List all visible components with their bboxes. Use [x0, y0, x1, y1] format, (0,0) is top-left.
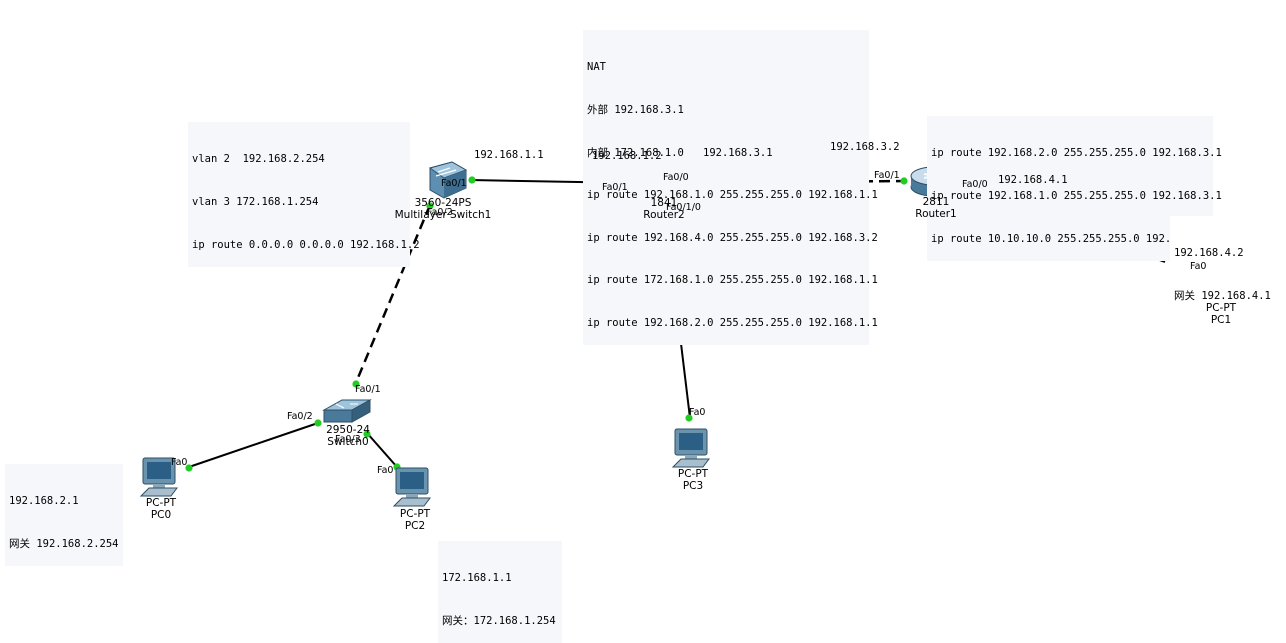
ip-label: 192.168.1.2	[592, 150, 662, 162]
device-name: Router2	[643, 209, 685, 221]
port-label: Fa0	[689, 407, 706, 418]
device-name: Switch0	[327, 436, 369, 448]
ip-label: 192.168.4.1	[998, 174, 1068, 186]
port-label: Fa0/1	[355, 384, 381, 395]
pc0-config-note[interactable]: 192.168.2.1 网关 192.168.2.254	[5, 464, 123, 567]
note-line: 192.168.4.2	[1174, 247, 1244, 260]
pc2-config-note[interactable]: 172.168.1.1 网关：172.168.1.254	[438, 541, 562, 643]
port-up-indicator	[900, 177, 908, 185]
note-line: ip route 172.168.1.0 255.255.255.0 192.1…	[587, 274, 878, 287]
device-name: Router1	[915, 208, 957, 220]
port-up-indicator	[185, 464, 193, 472]
device-label-pc2[interactable]: PC-PT PC2	[385, 508, 445, 532]
ip-label: 192.168.3.1	[703, 147, 773, 159]
port-up-indicator	[314, 419, 322, 427]
pc-icon[interactable]	[392, 467, 431, 507]
device-model: PC-PT	[399, 508, 431, 520]
port-label: Fa0/0	[962, 179, 988, 190]
ip-label: 192.168.1.1	[474, 149, 544, 161]
port-label: Fa0/1/0	[666, 202, 701, 213]
pc-icon[interactable]	[671, 428, 710, 468]
port-label: Fa0	[1190, 261, 1207, 272]
note-line: 内部 172.168.1.0	[587, 146, 684, 159]
multilayer-switch-icon[interactable]	[428, 161, 468, 199]
device-model: PC-PT	[677, 468, 709, 480]
port-label: Fa0/1	[874, 170, 900, 181]
note-line: ip route 0.0.0.0 0.0.0.0 192.168.1.2	[192, 238, 420, 251]
port-label: Fa0/1	[602, 182, 628, 193]
device-model: 2811	[922, 196, 950, 208]
device-label-pc0[interactable]: PC-PT PC0	[131, 497, 191, 521]
note-line: NAT	[587, 61, 606, 74]
note-line: vlan 3 172.168.1.254	[192, 196, 319, 209]
port-label: Fa0/1	[441, 178, 467, 189]
multilayer-switch-config-note[interactable]: vlan 2 192.168.2.254 vlan 3 172.168.1.25…	[188, 122, 420, 268]
device-name: PC2	[404, 520, 426, 532]
link-sw-pc0[interactable]	[188, 422, 319, 468]
device-label-switch0[interactable]: 2950-24 Switch0	[318, 424, 378, 448]
note-line: 网关 192.168.4.1	[1174, 290, 1271, 303]
note-line: 192.168.2.1	[9, 495, 79, 508]
port-up-indicator	[363, 430, 371, 438]
nat-config-note[interactable]: NAT 外部 192.168.3.1 内部 172.168.1.0 ip rou…	[583, 30, 878, 346]
note-line: ip route 192.168.1.0 255.255.255.0 192.1…	[587, 189, 878, 202]
port-up-indicator	[352, 380, 360, 388]
switch-icon[interactable]	[322, 399, 372, 423]
note-line: ip route 10.10.10.0 255.255.255.0 192.16…	[931, 232, 1216, 245]
note-line: vlan 2 192.168.2.254	[192, 153, 325, 166]
device-model: 1841	[650, 197, 678, 209]
device-name: PC3	[682, 480, 704, 492]
device-name: Multilayer Switch1	[394, 209, 492, 221]
port-up-indicator	[468, 176, 476, 184]
device-label-pc1[interactable]: PC-PT PC1	[1191, 302, 1251, 326]
note-line: 外部 192.168.3.1	[587, 104, 684, 117]
device-label-pc3[interactable]: PC-PT PC3	[663, 468, 723, 492]
note-line: ip route 192.168.1.0 255.255.255.0 192.1…	[931, 190, 1222, 203]
note-line: ip route 192.168.2.0 255.255.255.0 192.1…	[931, 147, 1222, 160]
device-name: PC1	[1210, 314, 1232, 326]
pc1-config-note[interactable]: 192.168.4.2 网关 192.168.4.1	[1170, 216, 1278, 319]
note-line: 172.168.1.1	[442, 572, 512, 585]
port-up-indicator	[426, 202, 434, 210]
note-line: ip route 192.168.4.0 255.255.255.0 192.1…	[587, 231, 878, 244]
router1-config-note[interactable]: ip route 192.168.2.0 255.255.255.0 192.1…	[927, 116, 1222, 262]
link-sw-pc2[interactable]	[366, 432, 398, 468]
port-label: Fa0/0	[663, 172, 689, 183]
port-label: Fa0/2	[427, 207, 453, 218]
device-model: 2950-24	[326, 424, 370, 436]
device-name: PC0	[150, 509, 172, 521]
port-up-indicator	[685, 414, 693, 422]
device-label-router1[interactable]: 2811 Router1	[906, 196, 966, 220]
device-model: PC-PT	[145, 497, 177, 509]
device-model: PC-PT	[1205, 302, 1237, 314]
device-label-multilayer-switch[interactable]: 3560-24PS Multilayer Switch1	[388, 197, 498, 221]
port-label: Fa0	[377, 465, 394, 476]
link-ml-sw[interactable]	[353, 204, 432, 386]
port-label: Fa0	[171, 457, 188, 468]
note-line: 网关 192.168.2.254	[9, 538, 119, 551]
device-model: 3560-24PS	[414, 197, 472, 209]
pc-icon[interactable]	[139, 457, 178, 497]
ip-label: 192.168.3.2	[830, 141, 900, 153]
device-label-router2[interactable]: 1841 Router2	[634, 197, 694, 221]
port-label: Fa0/3	[335, 434, 361, 445]
note-line: 网关：172.168.1.254	[442, 615, 556, 628]
port-label: Fa0/2	[287, 411, 313, 422]
note-line: ip route 192.168.2.0 255.255.255.0 192.1…	[587, 317, 878, 330]
